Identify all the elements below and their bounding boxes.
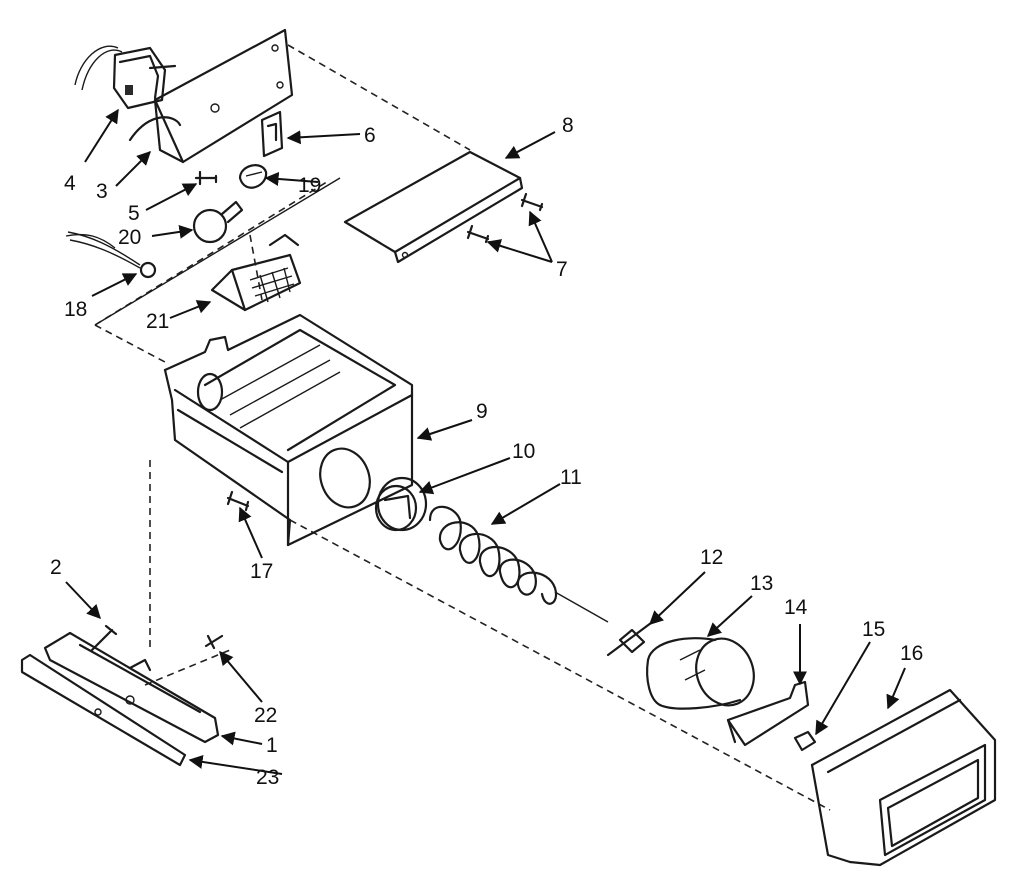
label-7: 7 bbox=[556, 258, 568, 281]
label-17: 17 bbox=[250, 560, 273, 583]
grille-cover-part bbox=[210, 233, 302, 312]
socket-part bbox=[238, 164, 268, 189]
label-12: 12 bbox=[700, 546, 723, 569]
label-15: 15 bbox=[862, 618, 885, 641]
label-23: 23 bbox=[256, 766, 279, 789]
wire-harness-part bbox=[65, 231, 157, 279]
part-labels: 4 3 6 5 19 20 18 21 8 7 9 10 11 17 12 13… bbox=[50, 114, 923, 789]
mounting-outline bbox=[94, 177, 341, 326]
label-2: 2 bbox=[50, 556, 62, 579]
label-6: 6 bbox=[364, 124, 376, 147]
auger-spring-part bbox=[428, 505, 609, 623]
ice-bucket-part bbox=[163, 313, 414, 547]
screws-part-7 bbox=[466, 192, 544, 244]
label-14: 14 bbox=[784, 596, 808, 619]
alignment-lines bbox=[94, 44, 831, 811]
clip-part bbox=[260, 110, 284, 158]
bushing-part bbox=[374, 476, 428, 532]
motor-part bbox=[74, 45, 177, 110]
label-8: 8 bbox=[562, 114, 574, 137]
label-13: 13 bbox=[750, 572, 773, 595]
crusher-drum-part bbox=[646, 637, 755, 710]
screw-part-2 bbox=[90, 624, 118, 652]
nut-part bbox=[793, 730, 817, 752]
label-16: 16 bbox=[900, 642, 923, 665]
label-20: 20 bbox=[118, 226, 141, 249]
label-9: 9 bbox=[476, 400, 488, 423]
screw-part-17 bbox=[226, 490, 250, 512]
label-22: 22 bbox=[254, 704, 277, 727]
leader-arrows bbox=[65, 108, 906, 775]
cover-plate-part bbox=[343, 150, 524, 264]
light-bulb-part bbox=[192, 200, 244, 244]
screw-part-22 bbox=[204, 634, 224, 650]
bracket-rail-part bbox=[43, 631, 220, 744]
label-5: 5 bbox=[128, 202, 140, 225]
label-3: 3 bbox=[96, 180, 108, 203]
label-18: 18 bbox=[64, 298, 87, 321]
label-19: 19 bbox=[298, 174, 321, 197]
screw-part-5 bbox=[194, 170, 218, 186]
drum-bracket-part bbox=[726, 680, 810, 747]
label-21: 21 bbox=[146, 310, 169, 333]
label-11: 11 bbox=[560, 466, 582, 489]
label-10: 10 bbox=[512, 440, 535, 463]
chute-cover-part bbox=[810, 688, 997, 867]
label-1: 1 bbox=[266, 734, 278, 757]
label-4: 4 bbox=[64, 172, 76, 195]
bracket-plate-part bbox=[128, 28, 294, 164]
blade-part bbox=[606, 618, 657, 657]
strip-part bbox=[20, 653, 187, 767]
